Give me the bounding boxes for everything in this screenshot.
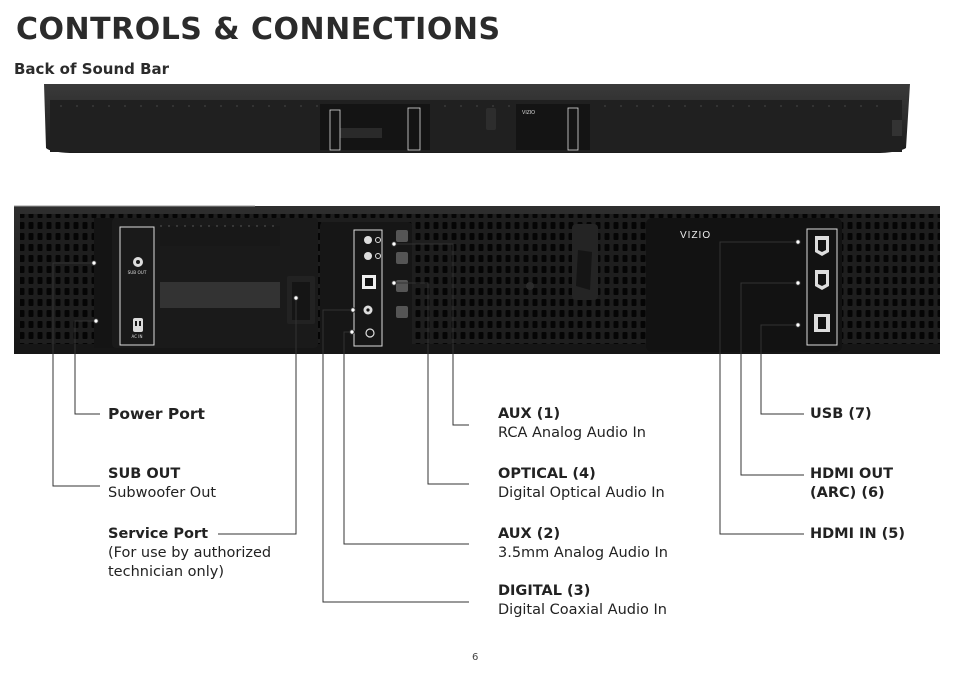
callout-service-port: Service Port (For use by authorized tech… — [108, 525, 298, 582]
callout-title: SUB OUT — [108, 466, 181, 482]
callout-title: DIGITAL (3) — [498, 583, 591, 599]
callout-title: AUX (1) — [498, 406, 561, 422]
svg-text:VIZIO: VIZIO — [522, 110, 535, 116]
callout-desc: 3.5mm Analog Audio In — [498, 545, 668, 561]
page-title: CONTROLS & CONNECTIONS — [16, 12, 501, 47]
callout-optical: OPTICAL (4) Digital Optical Audio In — [498, 465, 665, 503]
callout-title: Service Port — [108, 526, 208, 542]
sub-out-port-label: SUB OUT — [128, 270, 147, 275]
callout-title: HDMI IN (5) — [810, 526, 905, 542]
callout-title-line2: (ARC) (6) — [810, 485, 885, 501]
callout-title: OPTICAL (4) — [498, 466, 596, 482]
callout-title: USB (7) — [810, 406, 872, 422]
callout-title: HDMI OUT — [810, 466, 894, 482]
callout-title: AUX (2) — [498, 526, 561, 542]
callout-sub-out: SUB OUT Subwoofer Out — [108, 465, 216, 503]
callout-aux2: AUX (2) 3.5mm Analog Audio In — [498, 525, 668, 563]
soundbar-closeup: SUB OUT AC IN VIZIO — [14, 205, 940, 354]
callout-title: Power Port — [108, 405, 205, 423]
callout-usb: USB (7) — [810, 405, 872, 424]
callout-leaders — [52, 239, 804, 603]
callout-power-port: Power Port — [108, 405, 205, 424]
callout-desc: Digital Optical Audio In — [498, 485, 665, 501]
soundbar-overview: VIZIO — [44, 84, 910, 153]
callout-hdmi-out: HDMI OUT (ARC) (6) — [810, 465, 893, 503]
callout-desc: RCA Analog Audio In — [498, 425, 647, 441]
callout-desc: Subwoofer Out — [108, 485, 217, 501]
ac-in-port-label: AC IN — [132, 334, 143, 339]
callout-desc: (For use by authorized technician only) — [108, 545, 272, 580]
vizio-logo: VIZIO — [680, 230, 711, 241]
page-number: 6 — [472, 652, 479, 663]
callout-hdmi-in: HDMI IN (5) — [810, 525, 905, 544]
callout-digital: DIGITAL (3) Digital Coaxial Audio In — [498, 582, 667, 620]
callout-aux1: AUX (1) RCA Analog Audio In — [498, 405, 646, 443]
section-subtitle: Back of Sound Bar — [14, 60, 170, 78]
callout-desc: Digital Coaxial Audio In — [498, 602, 667, 618]
